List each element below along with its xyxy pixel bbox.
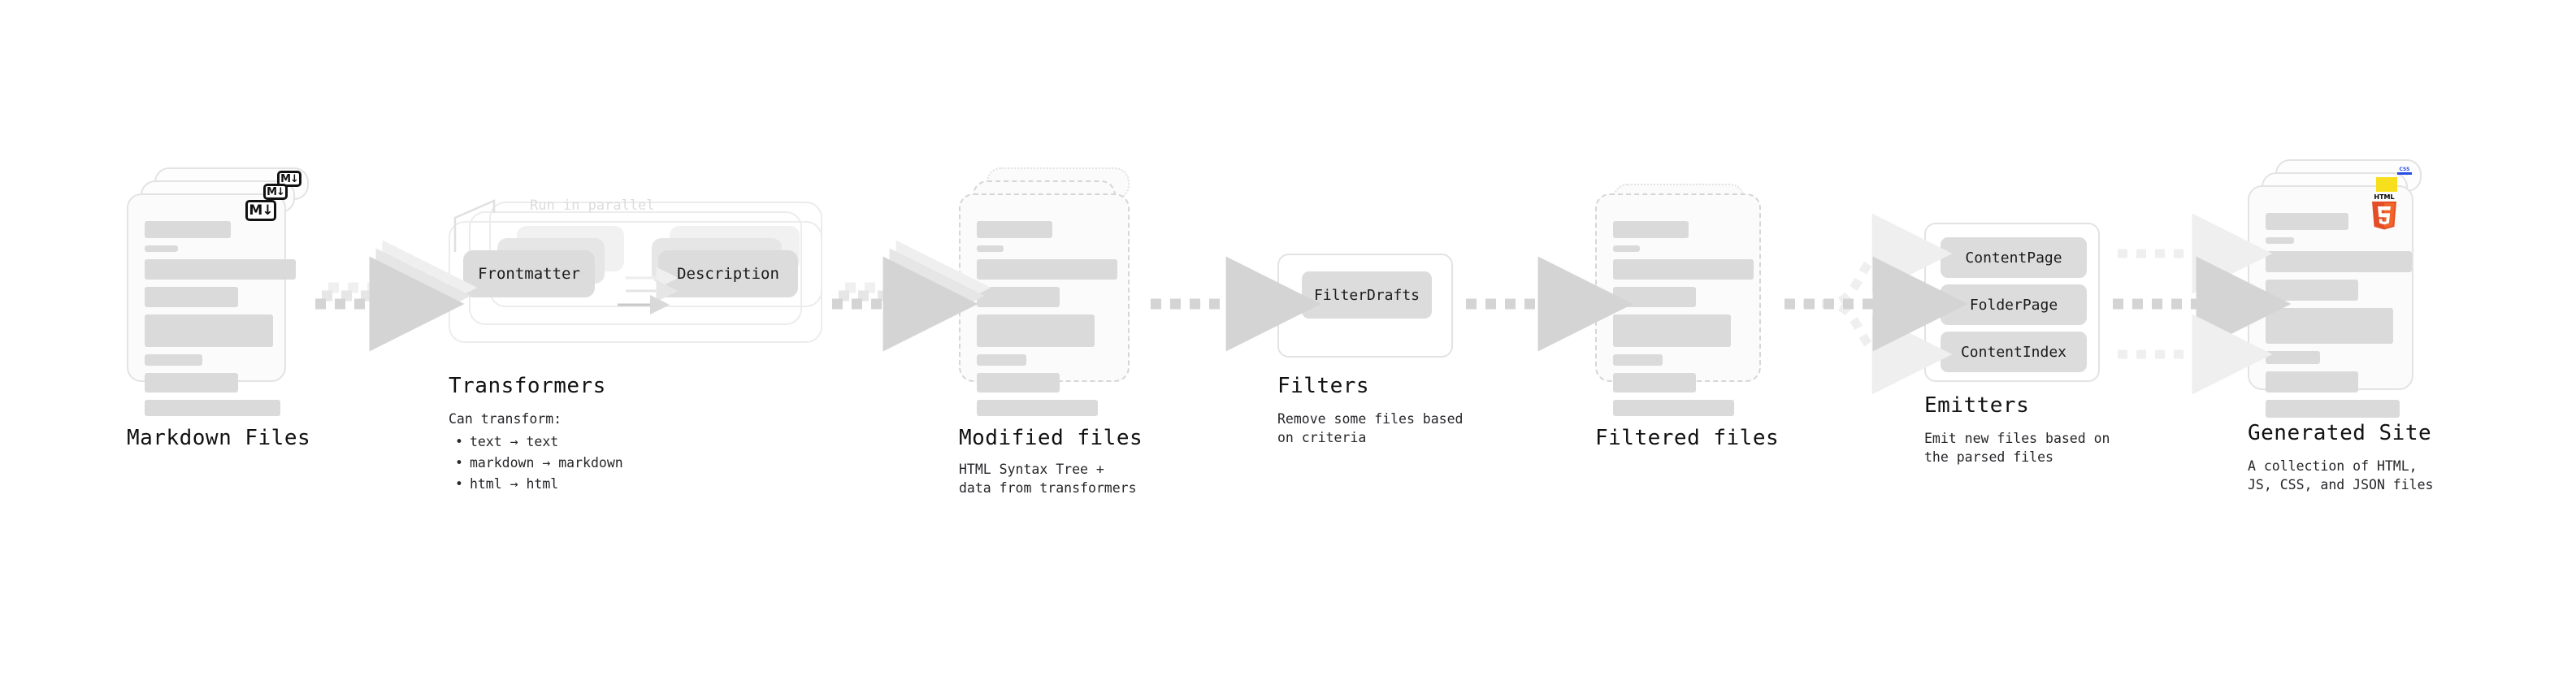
css3-icon: CSS	[2396, 164, 2413, 177]
skeleton-bar-sub	[1613, 245, 1641, 252]
markdown-icon-letter: M	[280, 172, 291, 185]
skeleton-bar-title	[977, 221, 1052, 238]
skeleton-bar	[977, 287, 1060, 307]
filters-box: FilterDrafts	[1277, 254, 1453, 358]
markdown-file-skeleton	[145, 221, 296, 423]
skeleton-bar	[145, 287, 239, 307]
skeleton-bar	[977, 314, 1095, 347]
transformer-node-description[interactable]: Description	[658, 250, 798, 297]
skeleton-bar	[977, 354, 1027, 366]
run-in-parallel-label: Run in parallel	[530, 197, 655, 214]
skeleton-bar-title	[145, 221, 232, 238]
arrow-transformers-to-modified	[832, 240, 991, 352]
emitter-item-folderpage[interactable]: FolderPage	[1941, 284, 2087, 325]
html5-icon: HTML	[2368, 192, 2399, 230]
markdown-files-title: Markdown Files	[127, 426, 311, 450]
generated-site-subtitle: A collection of HTML, JS, CSS, and JSON …	[2248, 458, 2434, 493]
javascript-icon	[2376, 177, 2397, 192]
skeleton-bar	[1613, 400, 1734, 416]
transformers-title: Transformers	[449, 374, 606, 398]
markdown-files-stack: M↓ M↓ M↓	[127, 167, 314, 416]
skeleton-bar-title	[1613, 221, 1689, 238]
markdown-icon-letter: M	[249, 202, 262, 219]
skeleton-bar	[1613, 314, 1732, 347]
emitter-item-contentpage[interactable]: ContentPage	[1941, 237, 2087, 278]
transformers-bullet: markdown → markdown	[449, 453, 623, 474]
filtered-file-skeleton	[1613, 221, 1764, 423]
skeleton-bar	[977, 373, 1060, 393]
emitters-caption: Emitters Emit new files based on the par…	[1924, 393, 2110, 467]
filters-title: Filters	[1277, 374, 1370, 398]
markdown-icon-letter: M	[267, 185, 277, 198]
arrow-filtered-to-emitters	[1785, 213, 1968, 395]
modified-files-caption: Modified files HTML Syntax Tree + data f…	[959, 426, 1143, 498]
filtered-files-caption: Filtered files	[1595, 426, 1779, 450]
skeleton-bar-title	[2266, 213, 2348, 230]
skeleton-bar	[1613, 373, 1697, 393]
filtered-files-stack	[1595, 184, 1782, 427]
skeleton-bar	[1613, 354, 1663, 366]
skeleton-bar-sub	[145, 245, 178, 252]
skeleton-bar	[2266, 308, 2393, 344]
markdown-icon-arrow: ↓	[262, 202, 273, 219]
filter-item-filterdrafts[interactable]: FilterDrafts	[1302, 271, 1432, 319]
markdown-files-caption: Markdown Files	[127, 426, 310, 450]
emitter-item-contentindex[interactable]: ContentIndex	[1941, 332, 2087, 372]
skeleton-bar	[977, 259, 1117, 280]
skeleton-bar-sub	[2266, 237, 2295, 244]
skeleton-bar	[145, 259, 296, 280]
skeleton-bar	[2266, 251, 2413, 272]
transformers-bullet-list: text → text markdown → markdown html → h…	[449, 432, 623, 494]
filtered-files-title: Filtered files	[1595, 426, 1780, 450]
skeleton-bar	[2266, 280, 2358, 301]
transformers-caption: Transformers Can transform: text → text …	[449, 374, 623, 494]
transformers-group: Frontmatter Description Frontmatter Desc…	[449, 202, 822, 364]
skeleton-bar	[2266, 351, 2320, 364]
modified-files-subtitle: HTML Syntax Tree + data from transformer…	[959, 462, 1137, 497]
generated-site-caption: Generated Site A collection of HTML, JS,…	[2248, 421, 2433, 495]
markdown-icon-arrow: ↓	[290, 172, 299, 185]
markdown-icon: M↓	[245, 200, 276, 221]
svg-text:CSS: CSS	[2400, 167, 2410, 172]
svg-text:HTML: HTML	[2374, 193, 2394, 201]
transformers-bullet: html → html	[449, 474, 623, 495]
skeleton-bar	[145, 314, 274, 347]
arrow-emitters-to-site	[2113, 213, 2292, 395]
modified-file-skeleton	[977, 221, 1128, 423]
transformers-bullet: text → text	[449, 432, 623, 453]
modified-files-title: Modified files	[959, 426, 1143, 450]
skeleton-bar	[1613, 287, 1697, 307]
markdown-icon-arrow: ↓	[276, 185, 285, 198]
generated-site-stack: CSS HTML	[2248, 159, 2443, 418]
filters-caption: Filters Remove some files based on crite…	[1277, 374, 1463, 448]
markdown-icon-back: M↓	[277, 171, 301, 187]
filters-subtitle: Remove some files based on criteria	[1277, 411, 1464, 446]
emitters-title: Emitters	[1924, 393, 2030, 418]
skeleton-bar	[2266, 371, 2358, 393]
transformer-node-frontmatter[interactable]: Frontmatter	[463, 250, 595, 297]
arrow-markdown-to-transformers	[315, 240, 478, 352]
markdown-icon-mid: M↓	[263, 184, 288, 200]
skeleton-bar	[2266, 400, 2400, 418]
emitters-subtitle: Emit new files based on the parsed files	[1924, 431, 2110, 466]
transformers-subtitle: Can transform:	[449, 411, 562, 427]
generated-site-skeleton	[2266, 213, 2425, 425]
skeleton-bar-sub	[977, 245, 1004, 252]
generated-site-title: Generated Site	[2248, 421, 2432, 445]
skeleton-bar	[977, 400, 1098, 416]
skeleton-bar	[145, 373, 239, 393]
skeleton-bar	[145, 400, 281, 416]
skeleton-bar	[145, 354, 202, 366]
skeleton-bar	[1613, 259, 1754, 280]
emitters-box: ContentPage FolderPage ContentIndex	[1924, 223, 2100, 382]
modified-files-stack	[959, 167, 1146, 416]
